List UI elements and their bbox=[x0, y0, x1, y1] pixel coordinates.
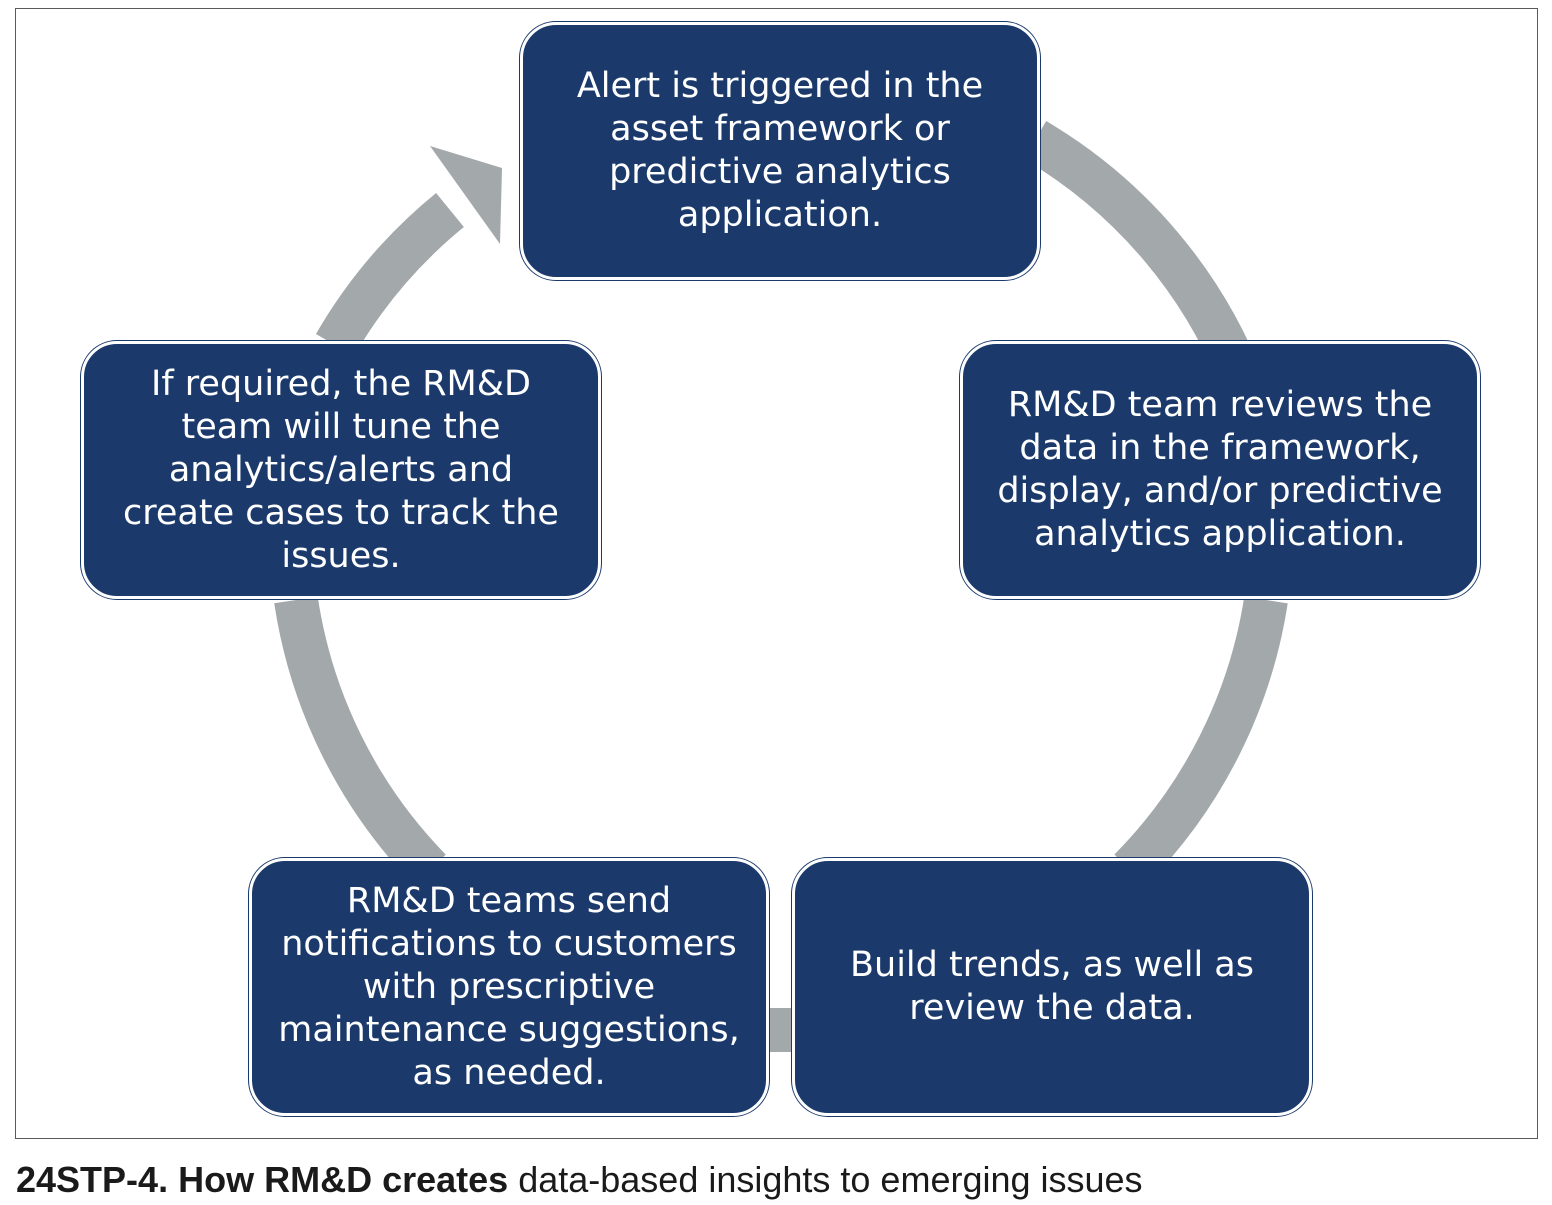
step-2-text: RM&D team reviews the data in the framew… bbox=[997, 385, 1443, 554]
figure-caption-rest: data-based insights to emerging issues bbox=[518, 1159, 1143, 1200]
figure-caption: 24STP-4. How RM&D creates data-based ins… bbox=[16, 1158, 1143, 1202]
step-4-text: RM&D teams send notifications to custome… bbox=[278, 880, 740, 1093]
step-1-text: Alert is triggered in the asset framewor… bbox=[576, 66, 984, 235]
step-3-text: Build trends, as well as review the data… bbox=[850, 945, 1254, 1028]
arrow-segment-4-to-5 bbox=[274, 596, 446, 886]
figure-id: 24STP-4. bbox=[16, 1159, 169, 1200]
step-team-reviews-data: RM&D team reviews the data in the framew… bbox=[960, 341, 1480, 599]
step-tune-analytics: If required, the RM&D team will tune the… bbox=[81, 341, 601, 599]
arrow-segment-2-to-3 bbox=[1114, 596, 1288, 886]
step-alert-triggered: Alert is triggered in the asset framewor… bbox=[520, 22, 1040, 280]
step-5-text: If required, the RM&D team will tune the… bbox=[123, 363, 559, 576]
arrowhead-icon bbox=[430, 146, 502, 244]
figure-caption-lead: How RM&D creates bbox=[178, 1159, 509, 1200]
step-send-notifications: RM&D teams send notifications to custome… bbox=[249, 858, 769, 1116]
arrow-segment-5-to-1 bbox=[315, 192, 465, 357]
step-build-trends: Build trends, as well as review the data… bbox=[792, 858, 1312, 1116]
